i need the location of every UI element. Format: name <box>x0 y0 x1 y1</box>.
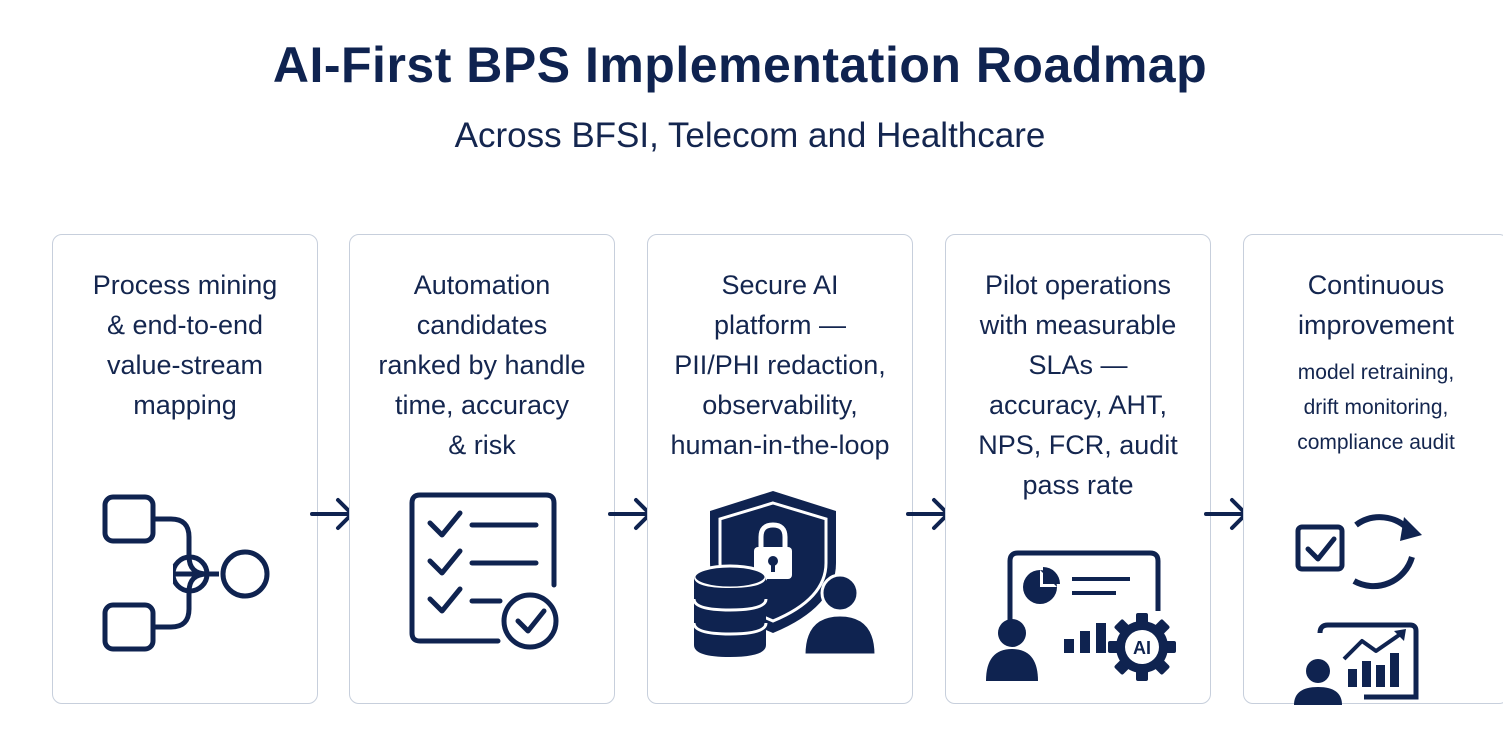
step-5-heading: Continuous improvement <box>1297 270 1455 340</box>
dashboard-ai-icon: AI <box>986 550 1176 681</box>
step-5-details: model retraining, drift monitoring, comp… <box>1297 361 1455 454</box>
step-2-heading: Automation candidates ranked by handle t… <box>378 270 586 460</box>
continuous-improvement-icon <box>1294 514 1422 705</box>
checklist-icon <box>409 492 559 650</box>
process-flow-icon <box>102 494 270 652</box>
roadmap-step-1: Process mining & end-to-end value-stream… <box>52 234 318 704</box>
step-4-heading: Pilot operations with measurable SLAs — … <box>978 270 1178 500</box>
roadmap-step-5: Continuous improvement model retraining,… <box>1243 234 1503 705</box>
roadmap-step-2: Automation candidates ranked by handle t… <box>349 234 615 704</box>
page-title: AI-First BPS Implementation Roadmap <box>272 37 1208 93</box>
roadmap-step-4: Pilot operations with measurable SLAs — … <box>945 234 1211 704</box>
step-1-heading: Process mining & end-to-end value-stream… <box>92 270 278 420</box>
secure-platform-icon <box>692 491 878 657</box>
step-3-heading: Secure AI platform — PII/PHI redaction, … <box>670 270 890 460</box>
page-subtitle: Across BFSI, Telecom and Healthcare <box>454 116 1046 155</box>
svg-text:AI: AI <box>1133 638 1151 658</box>
roadmap-step-3: Secure AI platform — PII/PHI redaction, … <box>647 234 913 704</box>
